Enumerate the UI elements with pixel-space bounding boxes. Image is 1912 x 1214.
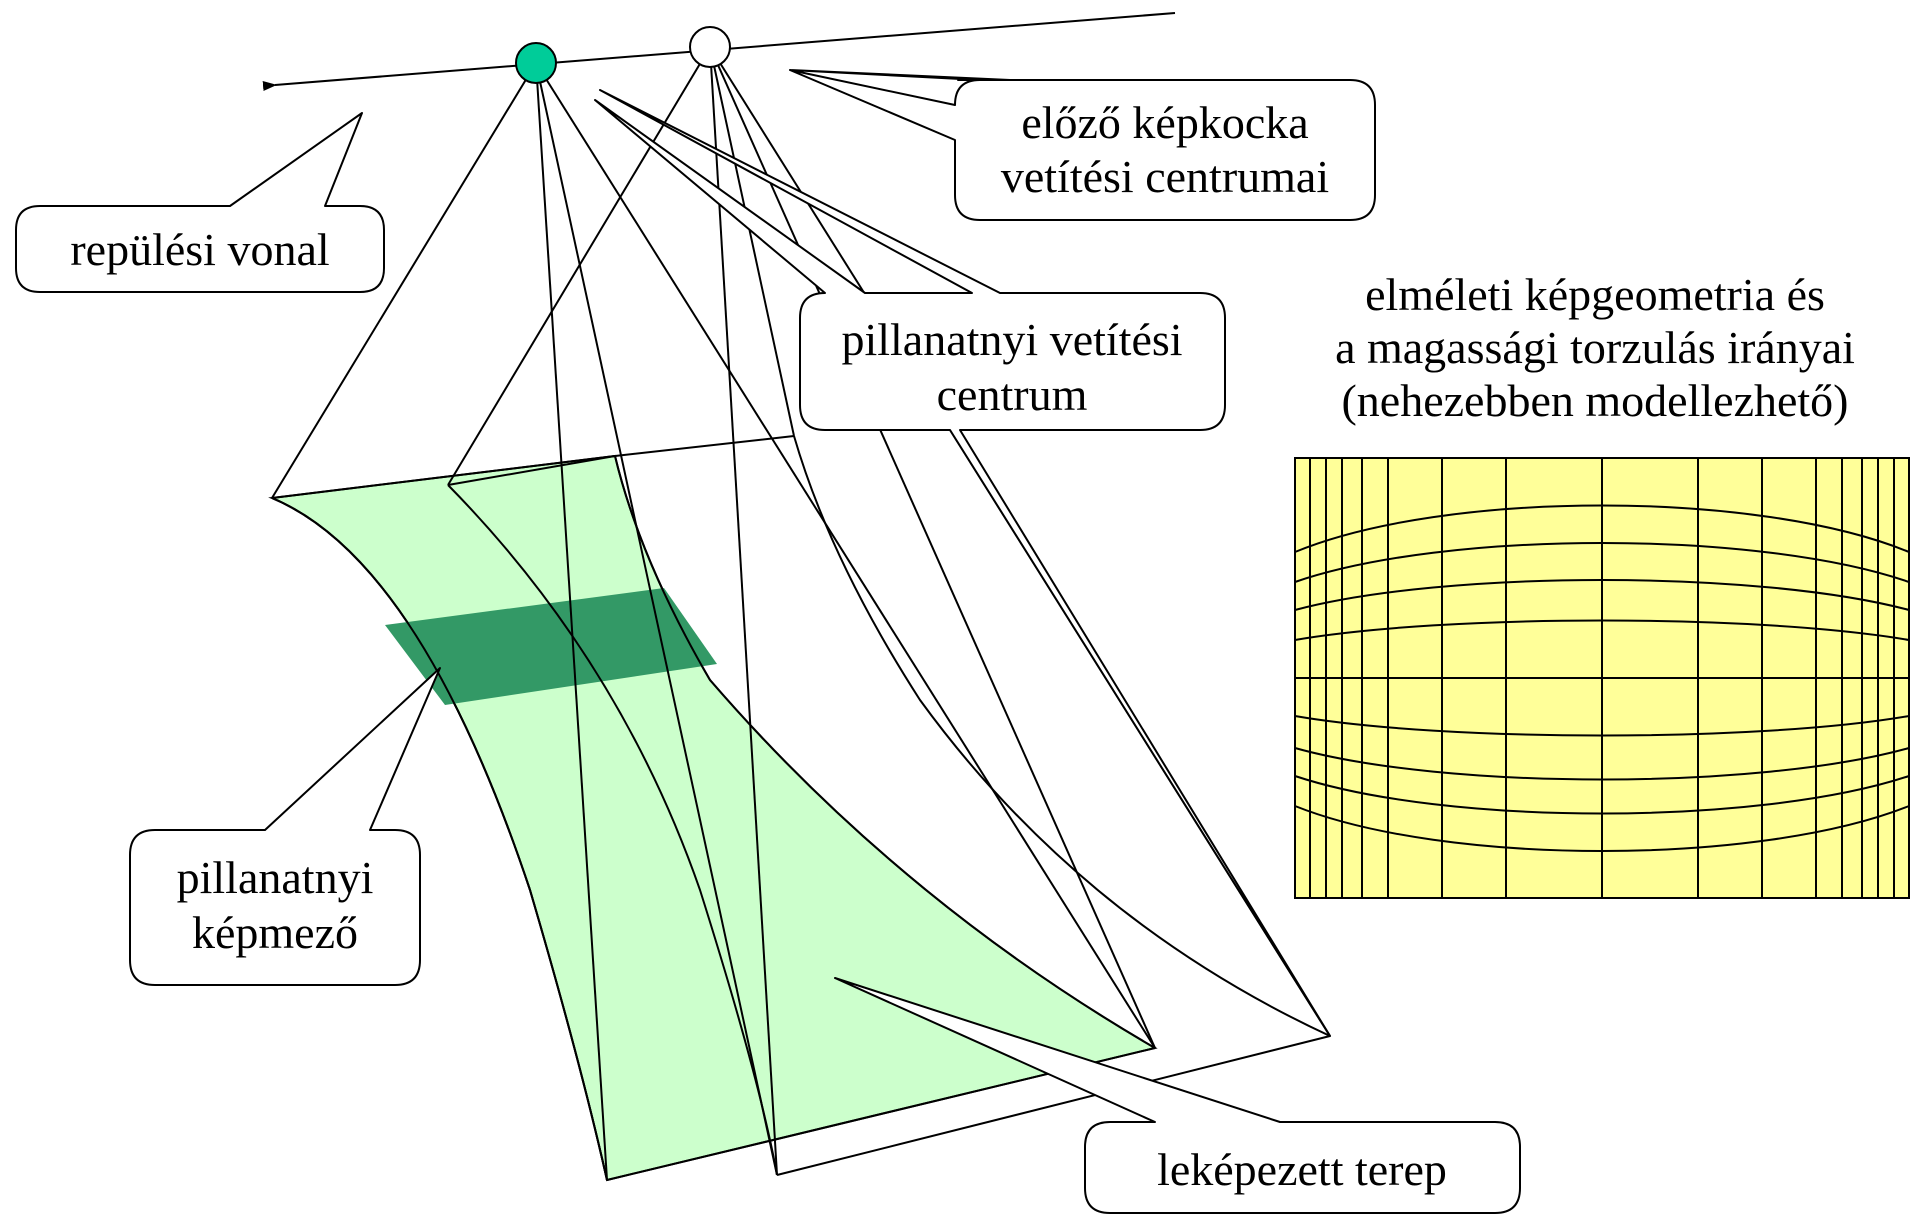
ray-current-3 [535, 62, 778, 1176]
grid-horizontal-curves [1294, 504, 1910, 852]
previous-projection-center [689, 26, 731, 68]
callout-instant-center: pillanatnyi vetítési centrum [594, 89, 1331, 1037]
grid-distortion-curve [1294, 619, 1910, 641]
ray-current-1 [271, 62, 537, 499]
ray-current-2 [535, 62, 608, 1181]
callout-instant-center-line2: centrum [937, 369, 1088, 420]
terrain-curve-1 [271, 497, 608, 1181]
grid-distortion-curve [1294, 579, 1910, 611]
grid-distortion-curve [1294, 715, 1910, 737]
callout-previous-centers-shape [789, 69, 1376, 221]
ray-current-4 [535, 62, 1156, 1049]
instantaneous-field-strip [385, 588, 717, 705]
grid-distortion-curve [1294, 805, 1910, 852]
callout-flight-line-text: repülési vonal [70, 224, 329, 275]
callout-flight-line: repülési vonal [15, 112, 385, 293]
callout-instant-field-line2: képmező [192, 907, 358, 958]
ray-previous-2 [709, 46, 778, 1176]
terrain-curve-3 [614, 455, 1156, 1049]
mapped-terrain-area [268, 454, 1158, 1182]
grid-distortion-curve [1294, 775, 1910, 815]
grid-distortion-curve [1294, 542, 1910, 583]
ray-previous-5 [709, 46, 795, 437]
grid-distortion-curve [1294, 504, 1910, 553]
frame-top-edge-2 [447, 455, 616, 486]
callout-instant-field-shape [129, 667, 441, 986]
ray-previous-4 [709, 46, 1156, 1049]
callout-mapped-terrain-text: leképezett terep [1157, 1144, 1447, 1195]
grid-title-line1: elméleti képgeometria és [1365, 269, 1825, 320]
callout-flight-line-shape [15, 112, 385, 293]
grid-title-line3: (nehezebben modellezhető) [1341, 375, 1848, 426]
callout-instant-field-line1: pillanatnyi [177, 852, 374, 903]
grid-title-line2: a magassági torzulás irányai [1335, 322, 1855, 373]
callout-previous-centers-line1: előző képkocka [1021, 97, 1308, 148]
grid-title: elméleti képgeometria és a magassági tor… [1335, 269, 1855, 426]
terrain-bottom-edge-2 [776, 1035, 1331, 1176]
distortion-grid [1294, 457, 1910, 899]
callout-previous-centers-line2: vetítési centrumai [1001, 151, 1329, 202]
current-projection-center [515, 42, 557, 84]
terrain-curve-4 [793, 435, 1331, 1037]
callout-instant-center-shape [594, 89, 1331, 1037]
callout-previous-centers: előző képkocka vetítési centrumai [789, 69, 1376, 221]
callout-instant-center-line1: pillanatnyi vetítési [841, 314, 1182, 365]
callout-instant-field: pillanatnyi képmező [129, 667, 441, 986]
ray-previous-1 [447, 46, 711, 486]
callout-mapped-terrain: leképezett terep [834, 977, 1521, 1214]
grid-distortion-curve [1294, 747, 1910, 781]
callout-mapped-terrain-shape [834, 977, 1521, 1214]
